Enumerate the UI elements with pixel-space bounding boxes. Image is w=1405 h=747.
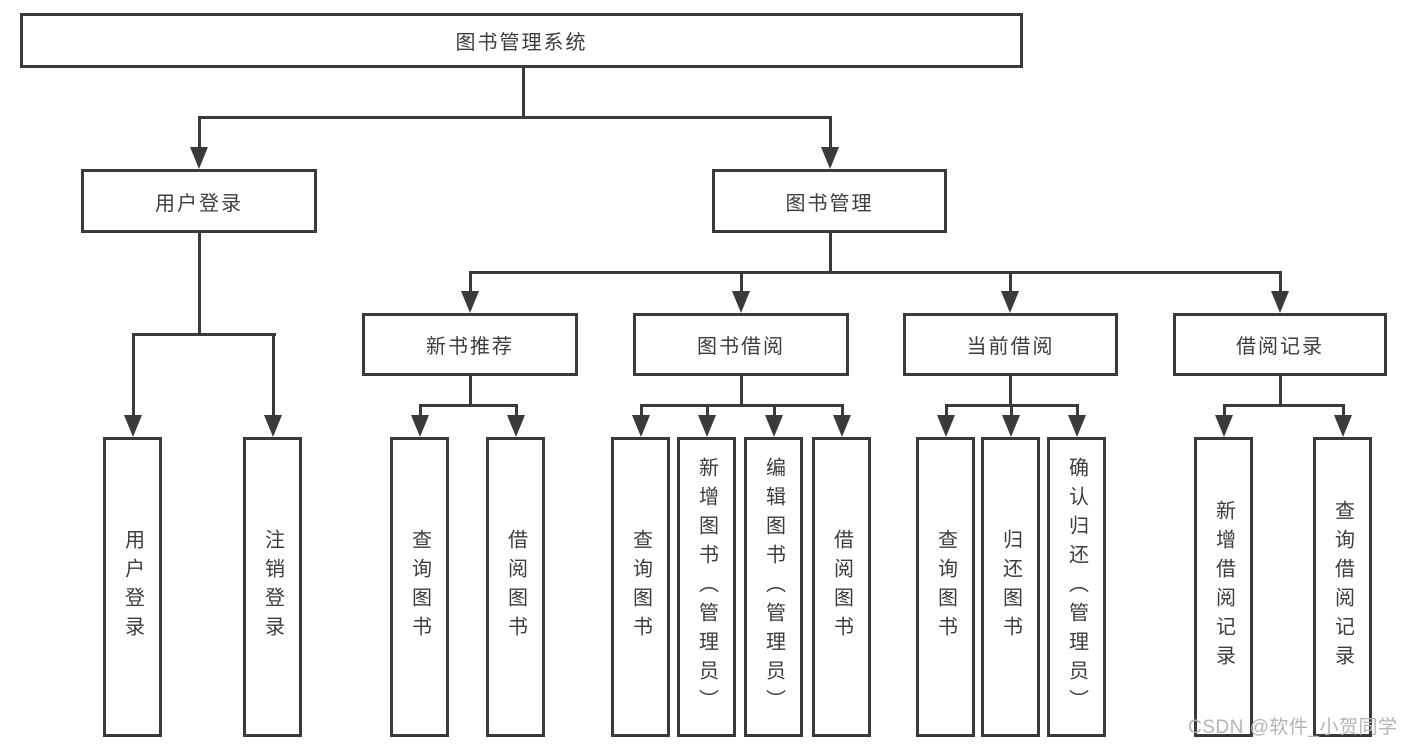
leaf-logout: 注销登录 [243,437,302,737]
connector-arrow-new-book-recommend [461,274,479,313]
leaf-query-books-recommend: 查询图书 [390,437,449,737]
connector-borrow-rail [639,404,844,407]
connector-arrow-user-login [190,118,208,169]
connector-level2-rail [197,116,832,119]
connector-arrow-edit-book [765,406,783,437]
connector-arrow-book-borrow [732,274,750,313]
node-book-management: 图书管理 [712,169,947,233]
connector-current-stem [1008,376,1012,406]
connector-arrow-query-books-recommend [411,406,429,437]
leaf-query-books-current: 查询图书 [916,437,975,737]
csdn-watermark: CSDN @软件_小贺同学 [1188,717,1398,738]
leaf-borrow-books-label: 借阅图书 [830,529,853,645]
node-current-borrow: 当前借阅 [903,313,1118,376]
connector-arrow-borrow-books-recommend [507,406,525,437]
leaf-query-books-current-label: 查询图书 [934,529,957,645]
connector-arrow-book-management [821,118,839,169]
node-library-management-system: 图书管理系统 [20,13,1023,68]
connector-user-login-stem [197,233,201,335]
leaf-edit-book-admin: 编辑图书（管理员） [744,437,803,737]
connector-arrow-leaf-user-login [124,335,142,437]
connector-recommend-rail [418,404,518,407]
connector-arrow-query-books-borrow [632,406,650,437]
connector-arrow-current-borrow [1001,274,1019,313]
connector-book-management-stem [828,233,832,273]
connector-arrow-return-book [1002,406,1020,437]
leaf-query-books-borrow-label: 查询图书 [629,529,652,645]
connector-records-rail [1222,404,1345,407]
leaf-query-borrow-record: 查询借阅记录 [1313,437,1372,737]
leaf-add-borrow-record-label: 新增借阅记录 [1212,500,1235,674]
connector-level3-rail [468,271,1282,274]
node-borrow-records: 借阅记录 [1173,313,1387,376]
connector-arrow-borrow-records [1271,274,1289,313]
connector-current-rail [944,404,1079,407]
leaf-logout-label: 注销登录 [261,529,284,645]
leaf-return-book: 归还图书 [981,437,1040,737]
leaf-add-borrow-record: 新增借阅记录 [1194,437,1253,737]
leaf-borrow-books-recommend-label: 借阅图书 [504,529,527,645]
leaf-user-login-label: 用户登录 [121,529,144,645]
connector-root-stem [521,68,525,118]
leaf-return-book-label: 归还图书 [999,529,1022,645]
connector-records-stem [1278,376,1282,406]
node-book-borrow: 图书借阅 [633,313,849,376]
connector-borrow-stem [739,376,743,406]
connector-arrow-query-borrow-record [1334,406,1352,437]
leaf-query-books-borrow: 查询图书 [611,437,670,737]
connector-arrow-add-borrow-record [1215,406,1233,437]
leaf-borrow-books: 借阅图书 [812,437,871,737]
leaf-query-borrow-record-label: 查询借阅记录 [1331,500,1354,674]
leaf-edit-book-admin-label: 编辑图书（管理员） [762,456,785,718]
leaf-add-book-admin: 新增图书（管理员） [677,437,736,737]
connector-arrow-leaf-logout [264,335,282,437]
connector-user-login-rail [131,333,276,336]
leaf-confirm-return-admin: 确认归还（管理员） [1047,437,1106,737]
connector-arrow-query-books-current [937,406,955,437]
connector-arrow-add-book [698,406,716,437]
leaf-query-books-recommend-label: 查询图书 [408,529,431,645]
connector-recommend-stem [468,376,472,406]
connector-arrow-borrow-books [833,406,851,437]
node-user-login: 用户登录 [81,169,317,233]
leaf-confirm-return-admin-label: 确认归还（管理员） [1065,456,1088,718]
leaf-user-login: 用户登录 [103,437,162,737]
leaf-borrow-books-recommend: 借阅图书 [486,437,545,737]
connector-arrow-confirm-return [1068,406,1086,437]
node-new-book-recommend: 新书推荐 [362,313,578,376]
leaf-add-book-admin-label: 新增图书（管理员） [695,456,718,718]
